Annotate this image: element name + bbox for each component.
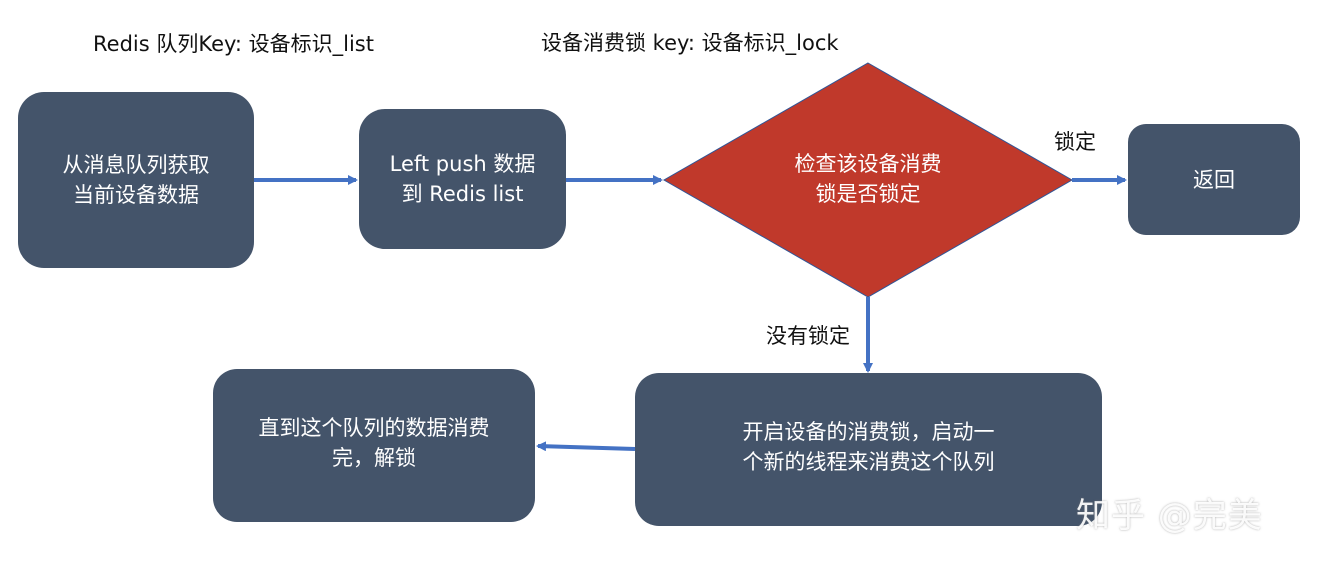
finish-line-2: 完，解锁 [332, 445, 416, 470]
push-line-1: Left push 数据 [389, 152, 536, 176]
push-line-2: 到 Redis list [401, 182, 524, 206]
edge-label-not-locked: 没有锁定 [766, 324, 850, 348]
lock-key-caption: 设备消费锁 key: 设备标识_lock [541, 31, 839, 55]
start-line-2: 个新的线程来消费这个队列 [742, 449, 995, 474]
queue-key-caption: Redis 队列Key: 设备标识_list [93, 32, 374, 56]
arrow-start-to-finish [536, 441, 636, 452]
check-line-1: 检查该设备消费 [794, 152, 942, 176]
watermark: 知乎 @完美 [1076, 496, 1263, 536]
check-line-2: 锁是否锁定 [815, 182, 921, 206]
consume-until-empty-node: 直到这个队列的数据消费 完，解锁 [213, 369, 535, 522]
return-node: 返回 [1128, 124, 1300, 235]
start-line-1: 开启设备的消费锁，启动一 [742, 419, 995, 444]
fetch-line-1: 从消息队列获取 [62, 153, 210, 177]
decision-label: 检查该设备消费 锁是否锁定 [748, 149, 988, 209]
left-push-node: Left push 数据 到 Redis list [359, 109, 566, 249]
fetch-line-2: 当前设备数据 [73, 183, 199, 207]
fetch-data-node: 从消息队列获取 当前设备数据 [18, 92, 254, 268]
edge-label-locked: 锁定 [1054, 130, 1096, 154]
finish-line-1: 直到这个队列的数据消费 [258, 415, 490, 440]
start-lock-thread-node: 开启设备的消费锁，启动一 个新的线程来消费这个队列 [635, 373, 1102, 526]
return-label: 返回 [1193, 167, 1235, 192]
